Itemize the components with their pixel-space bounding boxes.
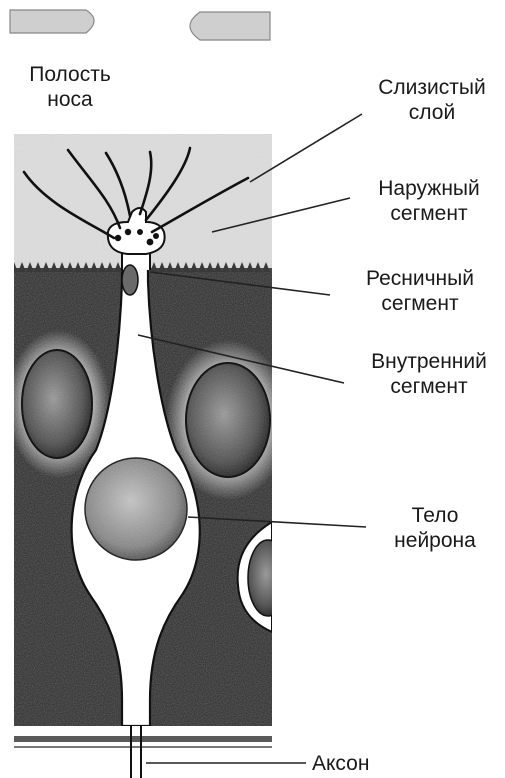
- label-ciliary-segment: Ресничный сегмент: [340, 266, 500, 316]
- basement-membrane: [14, 736, 272, 742]
- epithelium-bar-left: [10, 10, 94, 33]
- label-mucus-layer: Слизистый слой: [362, 75, 502, 125]
- label-nasal-cavity: Полость носа: [18, 62, 122, 112]
- label-outer-segment: Наружный сегмент: [356, 176, 502, 226]
- label-inner-segment: Внутренний сегмент: [356, 349, 502, 399]
- axon-fiber: [131, 726, 141, 778]
- epithelium-bar-right: [190, 12, 270, 40]
- label-axon: Аксон: [312, 751, 402, 776]
- basal-body: [122, 265, 138, 295]
- label-neuron-body: Тело нейрона: [368, 503, 502, 553]
